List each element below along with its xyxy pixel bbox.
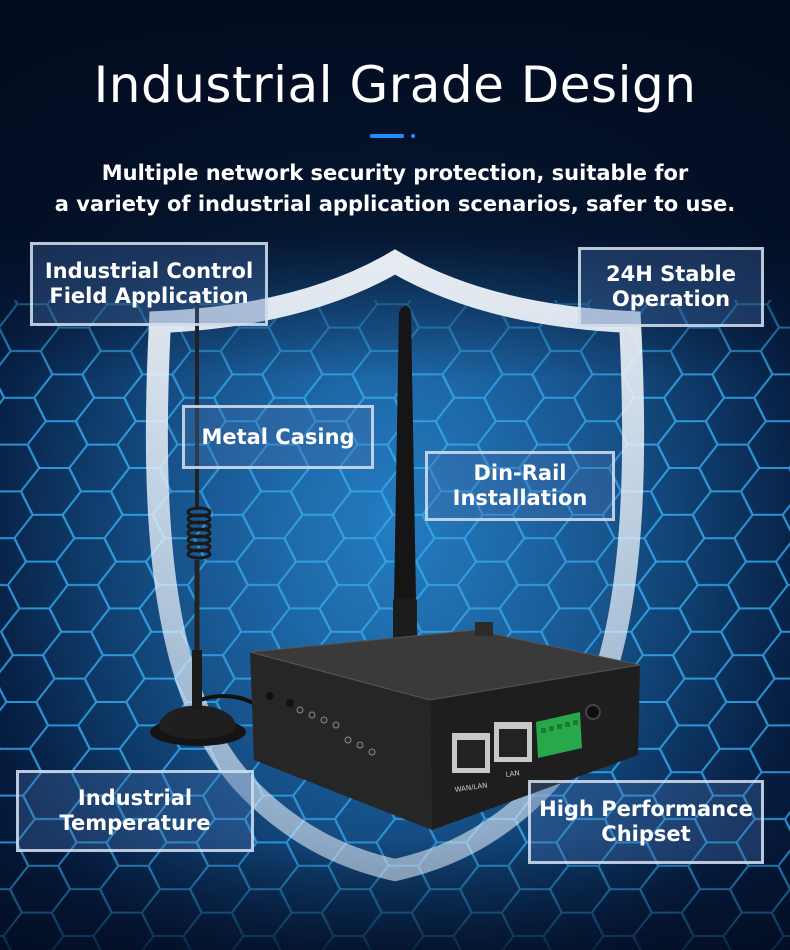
page-title: Industrial Grade Design (93, 56, 697, 114)
feature-industrial-temperature-label: Industrial Temperature (59, 786, 211, 835)
feature-high-performance: High Performance Chipset (528, 780, 764, 864)
feature-high-performance-label: High Performance Chipset (539, 797, 753, 846)
feature-stable-operation-label: 24H Stable Operation (606, 262, 736, 311)
title-underline (370, 134, 404, 138)
feature-din-rail: Din-Rail Installation (425, 451, 615, 521)
lan-port-label: LAN (505, 769, 520, 779)
feature-metal-casing: Metal Casing (182, 405, 374, 469)
page-subtitle: Multiple network security protection, su… (0, 158, 790, 220)
feature-industrial-control: Industrial Control Field Application (30, 242, 268, 326)
title-underline-dot (411, 134, 415, 138)
feature-metal-casing-label: Metal Casing (201, 424, 355, 449)
feature-industrial-control-label: Industrial Control Field Application (44, 259, 254, 308)
subtitle-line-2: a variety of industrial application scen… (54, 192, 736, 216)
feature-industrial-temperature: Industrial Temperature (16, 770, 254, 852)
feature-stable-operation: 24H Stable Operation (578, 247, 764, 327)
feature-din-rail-label: Din-Rail Installation (452, 461, 588, 510)
subtitle-line-1: Multiple network security protection, su… (101, 161, 689, 185)
